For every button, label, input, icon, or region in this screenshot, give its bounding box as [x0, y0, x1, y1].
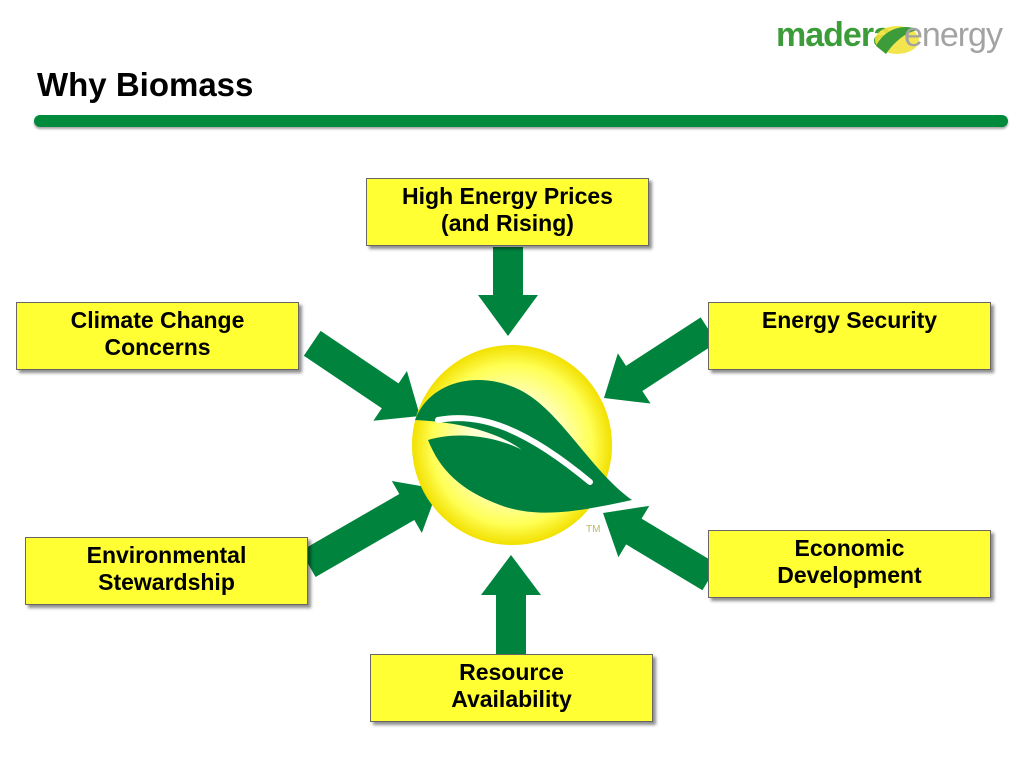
- node-line: Stewardship: [98, 569, 235, 595]
- node-line: High Energy Prices: [402, 183, 613, 209]
- page-title: Why Biomass: [37, 66, 254, 103]
- node-line: Climate Change: [70, 307, 245, 333]
- arrow-from-right-upper: [604, 317, 718, 404]
- node-environmental-stewardship: Environmental Stewardship: [25, 537, 308, 605]
- logo-text-madera: madera: [776, 16, 892, 54]
- title-divider: [34, 115, 1008, 127]
- node-line: Development: [777, 562, 922, 588]
- node-line: Energy Security: [761, 307, 938, 333]
- node-line: Concerns: [104, 334, 211, 360]
- arrow-from-right-lower: [603, 505, 718, 591]
- node-energy-security: Energy Security: [708, 302, 991, 370]
- center-sun-leaf-icon: TM: [412, 345, 632, 545]
- logo-leaf-icon: [875, 26, 919, 54]
- node-line: Economic: [794, 535, 905, 561]
- node-resource-availability: Resource Availability: [370, 654, 653, 722]
- node-line: Resource: [459, 659, 564, 685]
- node-economic-development: Economic Development: [708, 530, 991, 598]
- node-line: Environmental: [86, 542, 247, 568]
- madera-energy-logo: madera energy: [776, 8, 1004, 64]
- node-high-energy-prices: High Energy Prices (and Rising): [366, 178, 649, 246]
- node-climate-change-concerns: Climate Change Concerns: [16, 302, 299, 370]
- arrow-from-left-lower: [300, 481, 438, 577]
- arrow-from-bottom: [481, 555, 541, 654]
- node-line: (and Rising): [441, 210, 574, 236]
- logo-text-energy: energy: [904, 16, 1003, 54]
- arrow-from-left-upper: [303, 330, 420, 421]
- arrow-from-top: [478, 247, 538, 336]
- trademark-mark: TM: [586, 524, 600, 535]
- node-line: Availability: [451, 686, 572, 712]
